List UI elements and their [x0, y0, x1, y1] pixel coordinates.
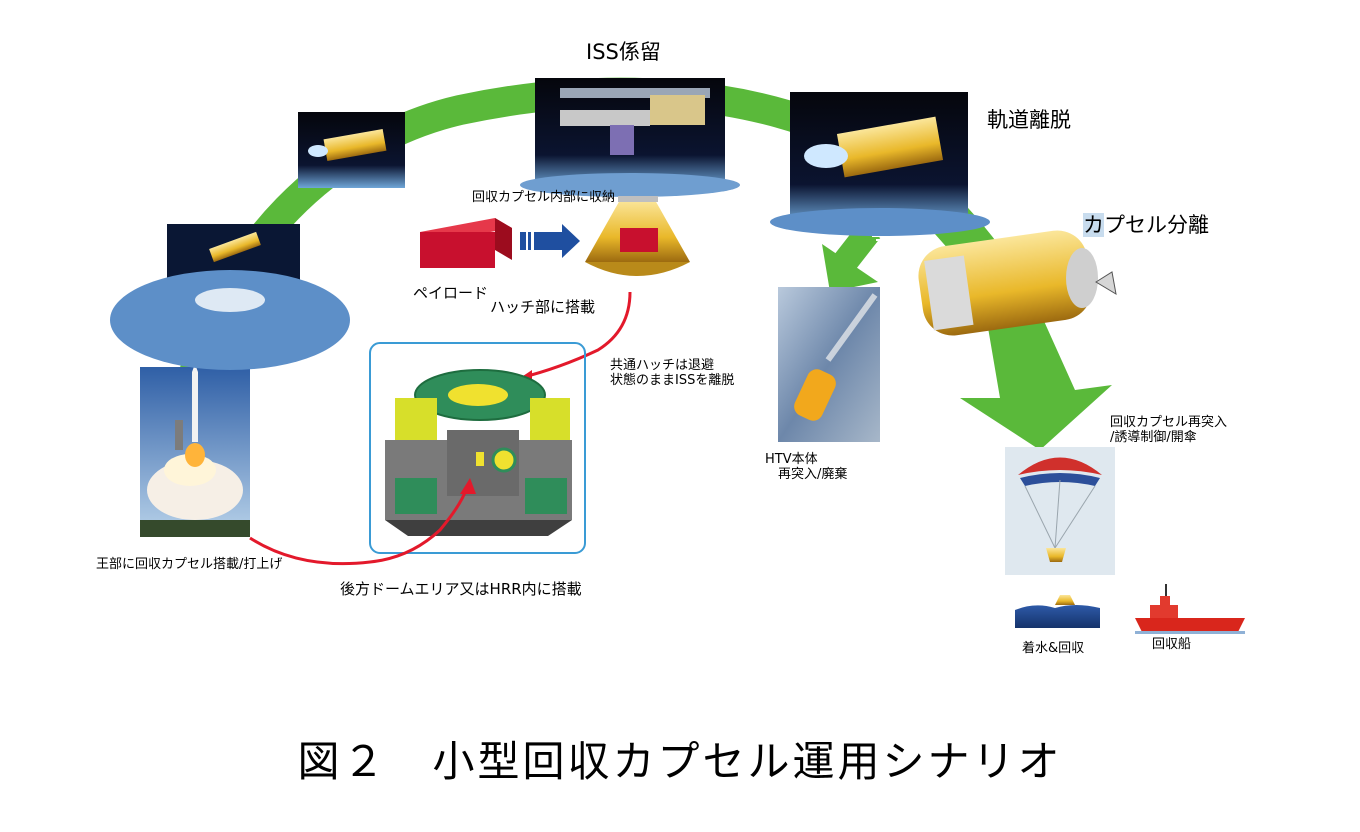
parachute-photo — [1005, 447, 1115, 575]
label-capsule-separation-highlight: カ — [1083, 213, 1104, 237]
label-aft-dome: 後方ドームエリア又はHRR内に搭載 — [340, 580, 582, 598]
label-hatch-mount: ハッチ部に搭載 — [490, 298, 595, 316]
figure-caption: 図２ 小型回収カプセル運用シナリオ — [0, 728, 1360, 789]
htv-approach-photo — [298, 112, 405, 188]
label-common-hatch: 共通ハッチは退避 状態のままISSを離脱 — [610, 358, 734, 388]
label-capsule-separation: カプセル分離 — [1083, 213, 1209, 237]
iss-berthing-photo — [520, 78, 740, 197]
htv-cutaway-frame — [370, 343, 585, 553]
splashdown-image — [1015, 595, 1100, 628]
payload-box — [420, 218, 512, 274]
label-splashdown: 着水&回収 — [1022, 641, 1084, 656]
recovery-ship-image — [1135, 584, 1245, 634]
label-capsule-separation-rest: プセル分離 — [1104, 213, 1209, 237]
label-capsule-reentry: 回収カプセル再突入 /誘導制御/開傘 — [1110, 415, 1227, 445]
label-launch: 王部に回収カプセル搭載/打上げ — [96, 557, 282, 572]
htv-reentry-arrow — [822, 230, 900, 292]
htv-earth-photo — [110, 224, 350, 370]
label-payload: ペイロード — [413, 284, 488, 302]
label-recovery-ship: 回収船 — [1152, 637, 1191, 652]
htv-reentry-photo — [778, 287, 880, 442]
launch-photo — [140, 364, 250, 537]
insert-arrow — [520, 224, 580, 258]
label-deorbit: 軌道離脱 — [987, 108, 1071, 132]
label-store-in-capsule: 回収カプセル内部に収納 — [472, 190, 615, 205]
deorbit-photo — [770, 92, 990, 236]
label-htv-body: HTV本体 再突入/廃棄 — [765, 452, 847, 482]
label-iss-berthing: ISS係留 — [586, 40, 661, 64]
recovery-capsule — [585, 196, 690, 276]
